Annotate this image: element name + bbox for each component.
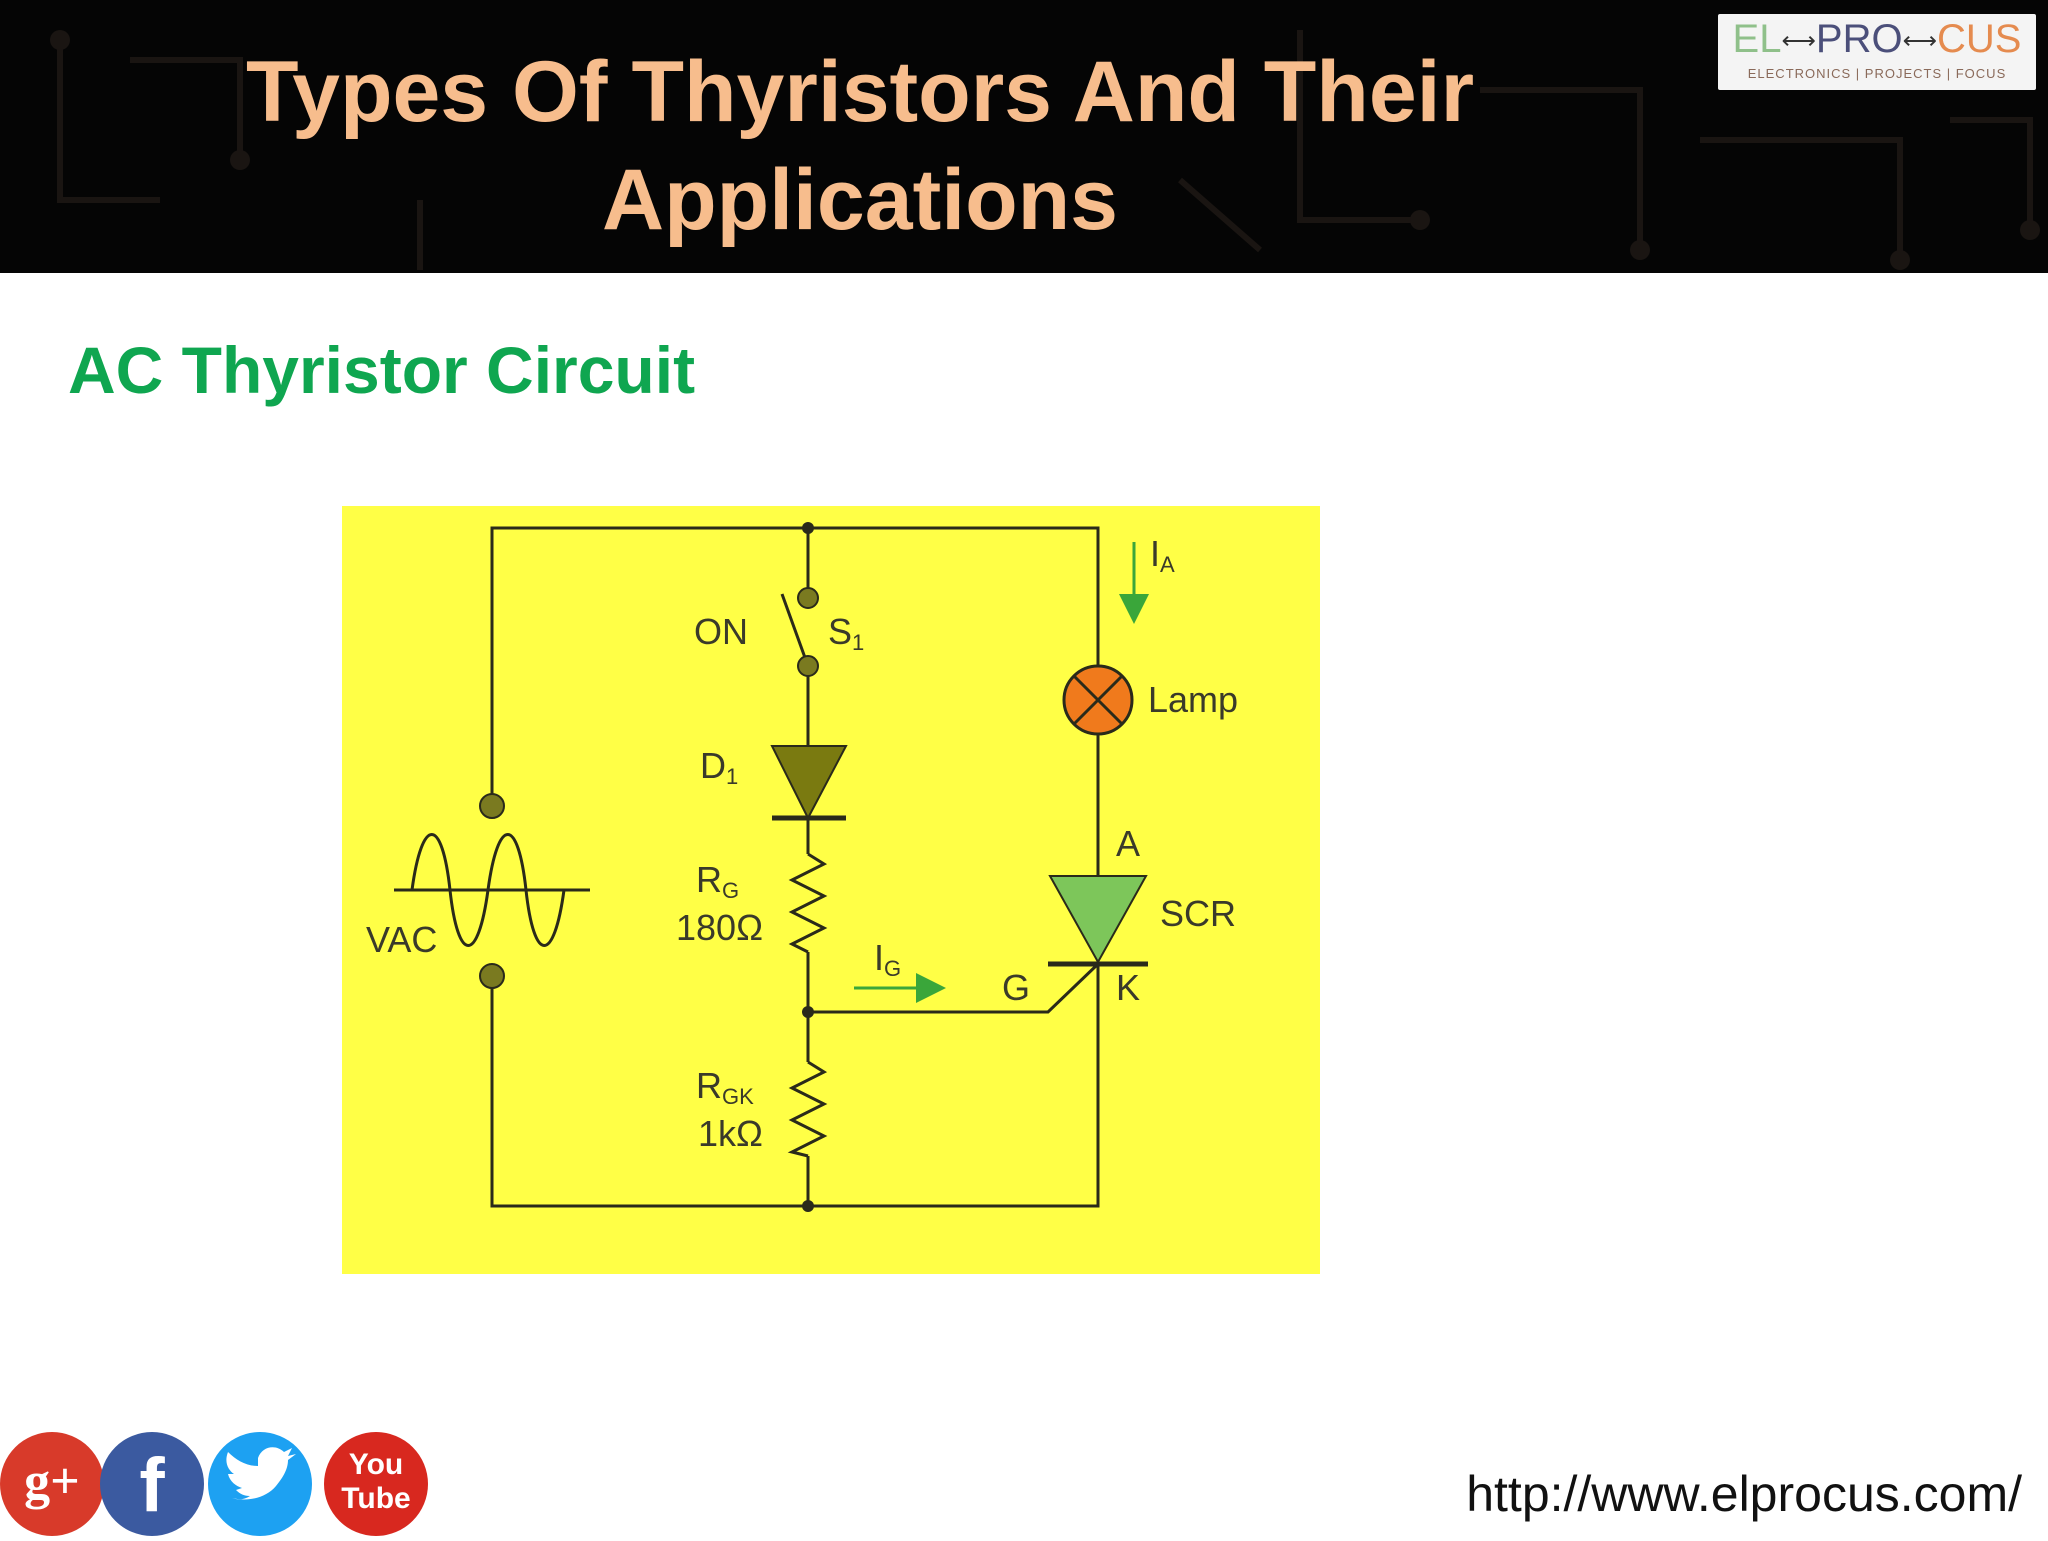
- facebook-icon[interactable]: f: [100, 1432, 204, 1536]
- circuit-pattern-background: [50, 30, 2040, 270]
- rgk-label: RGK: [696, 1065, 754, 1109]
- google-plus-glyph: g+: [24, 1453, 80, 1510]
- youtube-glyph: You Tube: [324, 1432, 428, 1536]
- circuit-wires: [394, 526, 1148, 1208]
- scr-label: SCR: [1160, 893, 1236, 934]
- youtube-glyph-bottom: Tube: [341, 1482, 411, 1515]
- title-line-2: Applications: [601, 152, 1119, 248]
- twitter-icon[interactable]: [208, 1432, 312, 1536]
- source-label: VAC: [366, 919, 437, 960]
- lamp-label: Lamp: [1148, 679, 1238, 720]
- cathode-label: K: [1116, 967, 1140, 1008]
- footer-url-link[interactable]: http://www.elprocus.com/: [1466, 1466, 2022, 1522]
- switch-terminal-top: [797, 587, 819, 609]
- logo-cus: CUS: [1936, 17, 2022, 61]
- ac-thyristor-circuit-diagram: ON S1 D1 RG 180Ω RGK 1kΩ VAC IA IG Lamp …: [342, 506, 1320, 1274]
- logo-pro: PRO: [1815, 17, 1903, 61]
- switch-label: S1: [828, 611, 864, 655]
- rg-label: RG: [696, 859, 739, 903]
- elprocus-logo[interactable]: EL⟷PRO⟷CUS ELECTRONICS | PROJECTS | FOCU…: [1718, 14, 2036, 90]
- rgk-value: 1kΩ: [698, 1113, 763, 1154]
- anode-current-label: IA: [1150, 533, 1175, 577]
- logo-tagline: ELECTRONICS | PROJECTS | FOCUS: [1747, 66, 2007, 81]
- diode-label: D1: [700, 745, 738, 789]
- switch-terminal-bottom: [797, 655, 819, 677]
- junction-dots: [802, 522, 814, 1212]
- lamp-symbol: [1062, 664, 1134, 736]
- facebook-glyph: f: [139, 1443, 165, 1528]
- gate-label: G: [1002, 967, 1030, 1008]
- terminals: [479, 587, 819, 989]
- logo-arrow-icon: ⟷: [1781, 27, 1816, 55]
- youtube-glyph-top: You: [348, 1448, 404, 1481]
- switch-state-label: ON: [694, 611, 748, 652]
- section-heading: AC Thyristor Circuit: [68, 333, 696, 407]
- diode-symbol: [770, 745, 848, 821]
- ac-terminal-bottom: [479, 963, 505, 989]
- rg-value: 180Ω: [676, 907, 763, 948]
- logo-arrow-icon: ⟷: [1902, 27, 1937, 55]
- twitter-bird-icon: [226, 1447, 296, 1500]
- title-line-1: Types Of Thyristors And Their: [245, 44, 1475, 140]
- gate-current-label: IG: [874, 937, 901, 981]
- anode-label: A: [1116, 823, 1140, 864]
- ac-terminal-top: [479, 793, 505, 819]
- youtube-icon[interactable]: You Tube: [324, 1432, 428, 1536]
- header-banner: Types Of Thyristors And Their Applicatio…: [0, 0, 2048, 273]
- page-title: Types Of Thyristors And Their Applicatio…: [100, 38, 1620, 254]
- logo-wordmark: EL⟷PRO⟷CUS: [1720, 16, 2034, 64]
- google-plus-icon[interactable]: g+: [0, 1432, 104, 1536]
- logo-el: EL: [1732, 17, 1782, 61]
